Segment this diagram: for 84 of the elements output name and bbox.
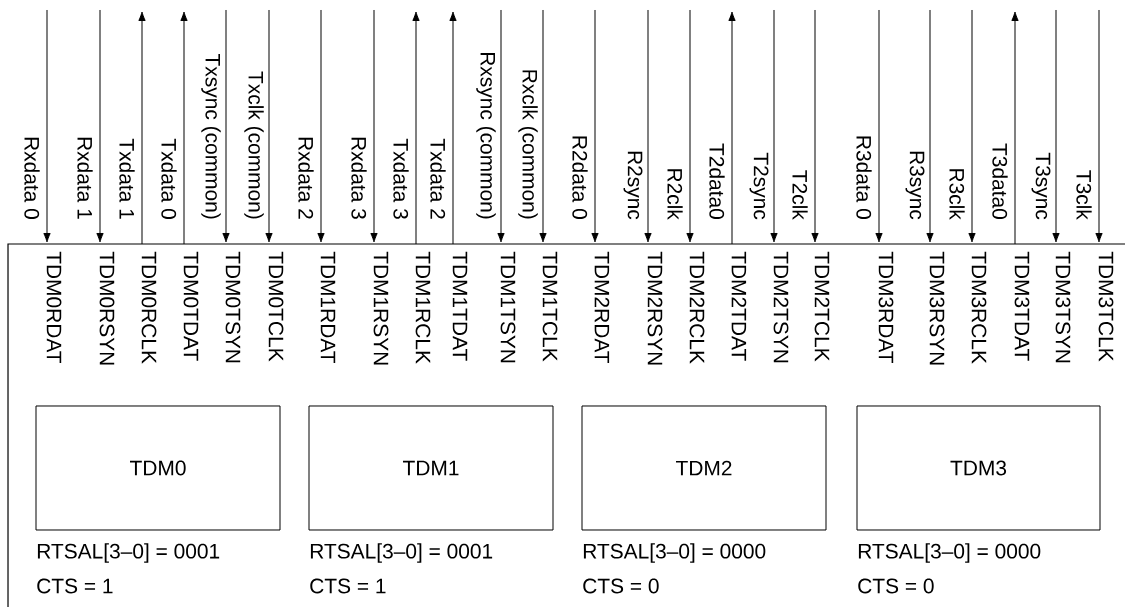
pin-label: TDM0TCLK [268, 251, 284, 362]
pin-label: TDM2RDAT [594, 251, 610, 364]
signal-name: R3data 0 [856, 136, 872, 219]
register-note: RTSAL[3–0] = 0000 [858, 543, 1041, 563]
pin-label: TDM3TDAT [1014, 251, 1030, 361]
signal-name: T2sync [749, 152, 769, 220]
signal-name: T2data0 [709, 143, 725, 219]
signal-arrow [43, 9, 51, 243]
pin-label: TDM1RDAT [320, 251, 336, 364]
signal-arrow [539, 9, 547, 243]
register-note: CTS = 0 [858, 578, 934, 594]
signal-name: Rxdata 1 [77, 137, 93, 219]
signal-arrow [926, 9, 934, 243]
signal-arrow [370, 9, 378, 243]
signal-arrow [449, 11, 457, 245]
signal-arrow [317, 9, 325, 243]
pin-label: TDM0TSYN [225, 251, 241, 363]
pin-label: TDM3RCLK [971, 251, 987, 364]
signal-name: Rxdata 2 [298, 137, 314, 219]
signal-arrow [1011, 11, 1019, 245]
register-note: RTSAL[3–0] = 0001 [37, 543, 220, 563]
signal-name: T3clk [1076, 170, 1092, 220]
signal-arrow [180, 11, 188, 245]
signal-arrow [875, 9, 883, 243]
signal-name: R2data 0 [572, 136, 588, 219]
signal-name: Rxclk (common) [518, 70, 538, 219]
signal-arrow [265, 9, 273, 243]
signal-arrow [412, 11, 420, 245]
signal-name: Txdata 2 [430, 138, 446, 219]
signal-arrow [138, 11, 146, 245]
signal-arrow [644, 9, 652, 243]
pin-label: TDM1TSYN [500, 251, 516, 363]
pin-label: TDM3TSYN [1055, 251, 1071, 363]
signal-name: R2sync [623, 151, 643, 220]
pin-label: TDM1RSYN [373, 251, 389, 365]
signal-arrow [591, 9, 599, 243]
pin-label: TDM2RCLK [689, 251, 705, 364]
signal-name: T3data0 [992, 143, 1008, 219]
signal-arrow [1095, 9, 1103, 243]
signal-name: T3sync [1031, 152, 1051, 220]
signal-name: Txclk (common) [244, 71, 264, 219]
register-note: CTS = 1 [310, 578, 386, 594]
signal-name: R3sync [905, 151, 925, 220]
signal-arrow [968, 9, 976, 243]
signal-name: Rxdata 3 [351, 137, 367, 219]
register-note: RTSAL[3–0] = 0000 [583, 543, 766, 563]
signal-arrow [686, 9, 694, 243]
register-note: CTS = 1 [37, 578, 113, 594]
signal-arrow [770, 9, 778, 243]
pin-label: TDM3RSYN [929, 251, 945, 365]
signal-name: R3clk [949, 169, 965, 220]
pin-label: TDM2TDAT [731, 251, 747, 361]
signal-arrow [1052, 9, 1060, 243]
pin-label: TDM0RDAT [46, 251, 62, 364]
pin-label: TDM3RDAT [878, 251, 894, 364]
pin-label: TDM2TCLK [814, 251, 830, 362]
register-note: RTSAL[3–0] = 0001 [310, 543, 493, 563]
block-box: TDM1 [308, 405, 554, 531]
signal-arrow [811, 9, 819, 243]
signal-name: Txdata 1 [119, 138, 135, 219]
pin-label: TDM3TCLK [1098, 251, 1114, 362]
signal-arrow [497, 9, 505, 243]
pin-label: TDM1RCLK [415, 251, 431, 364]
signal-name: R2clk [667, 169, 683, 220]
pin-label: TDM0RSYN [99, 251, 115, 365]
block-box: TDM0 [35, 405, 281, 531]
signal-name: Txdata 0 [161, 138, 177, 219]
pin-label: TDM0RCLK [141, 251, 157, 364]
signal-arrow [96, 9, 104, 243]
signal-arrow [728, 11, 736, 245]
block-box: TDM3 [856, 405, 1101, 531]
signal-name: Rxdata 0 [24, 137, 40, 219]
register-note: CTS = 0 [583, 578, 659, 594]
block-box: TDM2 [581, 405, 827, 531]
signal-name: Rxsync (common) [476, 52, 496, 219]
pin-label: TDM2RSYN [647, 251, 663, 365]
signal-arrow [222, 9, 230, 243]
pin-label: TDM1TDAT [452, 251, 468, 361]
pin-label: TDM1TCLK [542, 251, 558, 362]
pin-label: TDM2TSYN [773, 251, 789, 363]
pin-label: TDM0TDAT [183, 251, 199, 361]
signal-name: T2clk [792, 170, 808, 220]
signal-name: Txsync (common) [201, 54, 221, 219]
signal-name: Txdata 3 [393, 138, 409, 219]
